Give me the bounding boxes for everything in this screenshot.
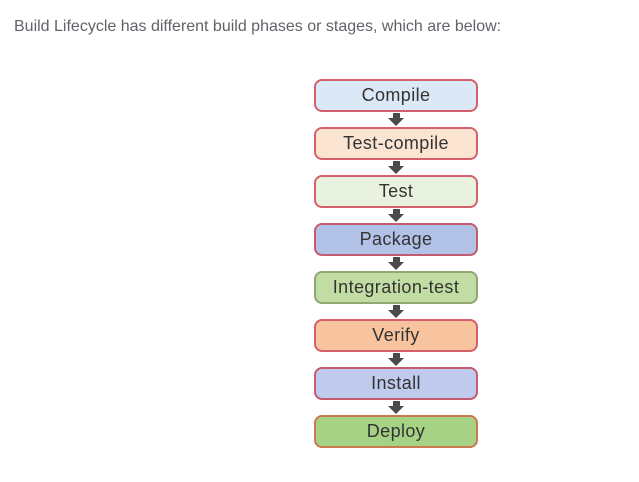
phase-box-verify: Verify bbox=[314, 319, 478, 352]
down-arrow-icon bbox=[388, 113, 404, 126]
arrow-head bbox=[388, 262, 404, 270]
arrow-stem bbox=[392, 353, 400, 358]
phase-box-deploy: Deploy bbox=[314, 415, 478, 448]
arrow-head bbox=[388, 118, 404, 126]
arrow-stem bbox=[392, 257, 400, 262]
phase-box-package: Package bbox=[314, 223, 478, 256]
down-arrow-icon bbox=[388, 305, 404, 318]
arrow-head bbox=[388, 166, 404, 174]
phase-box-compile: Compile bbox=[314, 79, 478, 112]
arrow-head bbox=[388, 310, 404, 318]
phase-box-test: Test bbox=[314, 175, 478, 208]
arrow-stem bbox=[392, 113, 400, 118]
arrow-head bbox=[388, 358, 404, 366]
down-arrow-icon bbox=[388, 401, 404, 414]
arrow-stem bbox=[392, 161, 400, 166]
phase-box-integration-test: Integration-test bbox=[314, 271, 478, 304]
down-arrow-icon bbox=[388, 209, 404, 222]
phase-box-test-compile: Test-compile bbox=[314, 127, 478, 160]
arrow-stem bbox=[392, 305, 400, 310]
page-title: Build Lifecycle has different build phas… bbox=[14, 18, 502, 35]
phase-box-install: Install bbox=[314, 367, 478, 400]
down-arrow-icon bbox=[388, 257, 404, 270]
arrow-stem bbox=[392, 209, 400, 214]
arrow-head bbox=[388, 406, 404, 414]
down-arrow-icon bbox=[388, 353, 404, 366]
arrow-head bbox=[388, 214, 404, 222]
down-arrow-icon bbox=[388, 161, 404, 174]
arrow-stem bbox=[392, 401, 400, 406]
